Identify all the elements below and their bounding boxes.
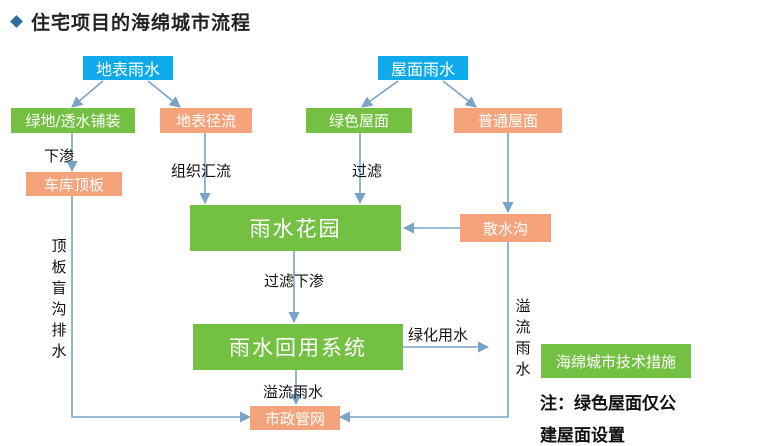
node-normal-roof: 普通屋面 bbox=[454, 108, 562, 133]
legend-technical-measures: 海绵城市技术措施 bbox=[541, 344, 691, 378]
arrow-roof-to-normalroof bbox=[442, 80, 477, 108]
note-line-1: 注：绿色屋面仅公 bbox=[540, 394, 676, 414]
arrow-garage-to-municipal bbox=[71, 196, 252, 423]
label-filter: 过滤 bbox=[352, 162, 383, 180]
label-infiltrate: 下渗 bbox=[44, 147, 75, 165]
arrow-surface-to-green bbox=[71, 80, 104, 108]
node-green-roof: 绿色屋面 bbox=[306, 108, 412, 133]
arrow-roof-to-greenroof bbox=[361, 80, 399, 108]
arrow-ditch-to-municipal bbox=[338, 242, 509, 423]
node-roof-rain: 屋面雨水 bbox=[378, 56, 468, 80]
node-garage-roof: 车库顶板 bbox=[26, 172, 122, 196]
node-scatter-ditch: 散水沟 bbox=[460, 214, 551, 242]
page-title: 住宅项目的海绵城市流程 bbox=[31, 11, 252, 34]
arrow-surface-to-runoff bbox=[147, 80, 181, 108]
label-overflow-vertical: 溢流雨水 bbox=[515, 297, 531, 378]
label-collect: 组织汇流 bbox=[171, 162, 232, 180]
node-municipal-network: 市政管网 bbox=[250, 406, 340, 430]
label-roof-drain-vertical: 顶板盲沟排水 bbox=[51, 237, 67, 360]
title-row: 住宅项目的海绵城市流程 bbox=[6, 8, 251, 34]
label-greening-use: 绿化用水 bbox=[408, 326, 469, 344]
node-green-permeable: 绿地/透水铺装 bbox=[11, 108, 135, 133]
node-surface-rain: 地表雨水 bbox=[83, 56, 173, 80]
label-overflow: 溢流雨水 bbox=[263, 383, 324, 401]
note-line-2: 建屋面设置 bbox=[540, 426, 625, 446]
node-rain-garden: 雨水花园 bbox=[190, 205, 401, 251]
node-reuse-system: 雨水回用系统 bbox=[193, 324, 403, 370]
label-filter-infiltrate: 过滤下渗 bbox=[264, 272, 325, 290]
node-surface-runoff: 地表径流 bbox=[160, 108, 252, 133]
